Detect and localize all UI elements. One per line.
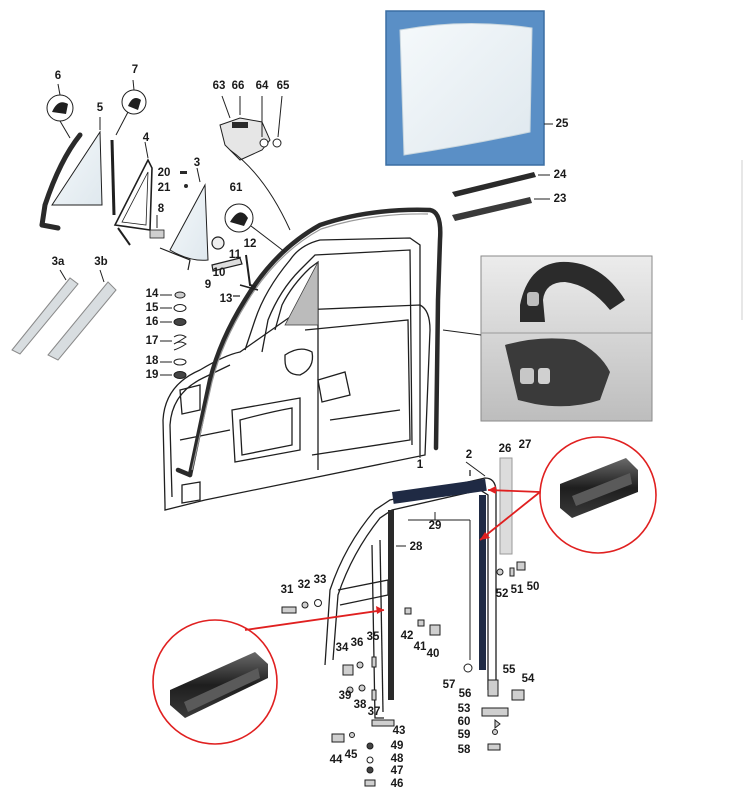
label-29: 29 xyxy=(428,520,442,532)
channel-right xyxy=(479,495,486,670)
label-7: 7 xyxy=(131,64,139,76)
label-48: 48 xyxy=(390,753,404,765)
label-60: 60 xyxy=(457,716,471,728)
label-49: 49 xyxy=(390,740,404,752)
channel-29 xyxy=(392,478,487,504)
label-37: 37 xyxy=(367,706,381,718)
label-14: 14 xyxy=(145,288,159,300)
label-43: 43 xyxy=(392,725,406,737)
label-50: 50 xyxy=(526,581,540,593)
door-shell xyxy=(162,237,431,511)
vent-seal-5-6 xyxy=(39,83,103,231)
label-36: 36 xyxy=(350,637,364,649)
label-31: 31 xyxy=(280,584,294,596)
label-28: 28 xyxy=(409,541,423,553)
label-39: 39 xyxy=(338,690,352,702)
label-27: 27 xyxy=(518,439,532,451)
label-23: 23 xyxy=(553,193,567,205)
label-8: 8 xyxy=(157,203,165,215)
label-9: 9 xyxy=(204,279,212,291)
hinge-63-66 xyxy=(219,95,291,231)
label-3: 3 xyxy=(193,157,201,169)
screws-20-21 xyxy=(180,171,188,188)
door-weatherstrip xyxy=(175,207,443,478)
red-callout-top xyxy=(479,436,657,554)
label-44: 44 xyxy=(329,754,343,766)
label-56: 56 xyxy=(458,688,472,700)
label-46: 46 xyxy=(390,778,404,790)
label-63: 63 xyxy=(212,80,226,92)
door-glass-photo xyxy=(385,10,545,166)
label-54: 54 xyxy=(521,673,535,685)
seal-strip-7 xyxy=(110,79,147,216)
label-61: 61 xyxy=(229,182,243,194)
label-35: 35 xyxy=(366,631,380,643)
label-42: 42 xyxy=(400,630,414,642)
label-52: 52 xyxy=(495,588,509,600)
label-20: 20 xyxy=(157,167,171,179)
label-3a: 3a xyxy=(51,256,65,268)
label-64: 64 xyxy=(255,80,269,92)
hardware-9-12 xyxy=(211,236,259,297)
door-weatherstrip-inner xyxy=(191,213,429,471)
label-16: 16 xyxy=(145,316,159,328)
label-17: 17 xyxy=(145,335,159,347)
label-6: 6 xyxy=(54,70,62,82)
seal-badge-61 xyxy=(224,203,286,253)
scraper-strip-23 xyxy=(452,197,550,221)
red-callout-bottom xyxy=(152,606,385,745)
strip-26 xyxy=(499,457,513,555)
label-12: 12 xyxy=(243,238,257,250)
label-4: 4 xyxy=(142,132,150,144)
label-33: 33 xyxy=(313,574,327,586)
label-2: 2 xyxy=(465,449,473,461)
label-18: 18 xyxy=(145,355,159,367)
trim-3b xyxy=(47,269,117,361)
label-10: 10 xyxy=(212,267,226,279)
trim-3a xyxy=(11,269,79,355)
label-57: 57 xyxy=(442,679,456,691)
label-13: 13 xyxy=(219,293,233,305)
washer-stack-14-19 xyxy=(173,291,187,379)
label-59: 59 xyxy=(457,729,471,741)
label-1: 1 xyxy=(416,459,424,471)
vent-glass-3 xyxy=(159,167,209,271)
label-40: 40 xyxy=(426,648,440,660)
label-32: 32 xyxy=(297,579,311,591)
small-hardware xyxy=(281,561,526,787)
label-53: 53 xyxy=(457,703,471,715)
label-47: 47 xyxy=(390,765,404,777)
label-65: 65 xyxy=(276,80,290,92)
label-11: 11 xyxy=(228,249,242,261)
label-25: 25 xyxy=(555,118,569,130)
label-19: 19 xyxy=(145,369,159,381)
wing-glass-hatch xyxy=(284,261,319,326)
vent-frame-4 xyxy=(113,141,153,246)
channel-28 xyxy=(388,510,394,700)
label-38: 38 xyxy=(353,699,367,711)
label-3b: 3b xyxy=(94,256,108,268)
label-26: 26 xyxy=(498,443,512,455)
seal-profile-photo xyxy=(480,255,653,422)
label-24: 24 xyxy=(553,169,567,181)
label-45: 45 xyxy=(344,749,358,761)
label-58: 58 xyxy=(457,744,471,756)
label-41: 41 xyxy=(413,641,427,653)
scraper-strip-24 xyxy=(452,172,550,197)
label-21: 21 xyxy=(157,182,171,194)
label-55: 55 xyxy=(502,664,516,676)
pivot-8 xyxy=(149,215,165,239)
leader-28-29 xyxy=(396,461,486,660)
label-5: 5 xyxy=(96,102,104,114)
label-15: 15 xyxy=(145,302,159,314)
label-66: 66 xyxy=(231,80,245,92)
label-34: 34 xyxy=(335,642,349,654)
leader-lines-14-19 xyxy=(160,294,172,376)
label-51: 51 xyxy=(510,584,524,596)
